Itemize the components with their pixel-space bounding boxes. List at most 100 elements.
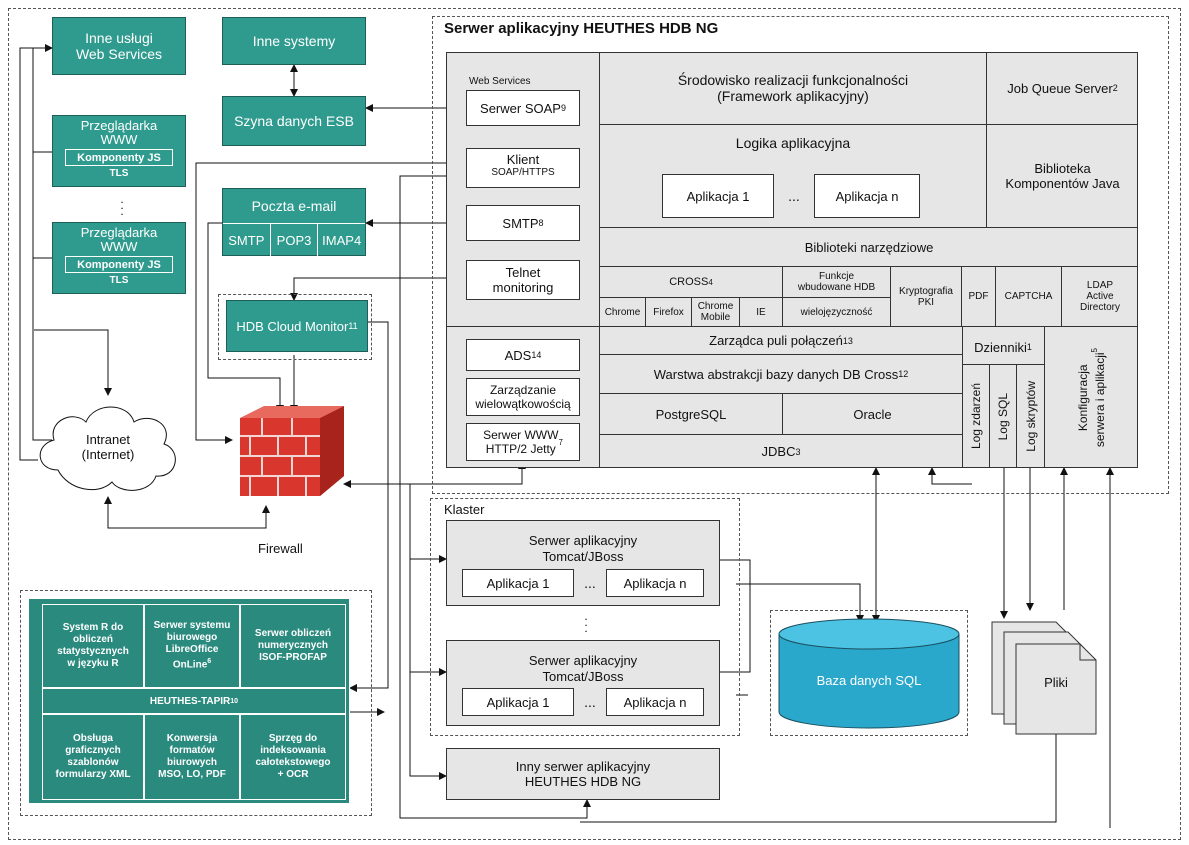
- framework: Środowisko realizacji funkcjonalności (F…: [677, 72, 909, 104]
- cluster-node-2-app-n: Aplikacja n: [606, 688, 704, 716]
- app-logic-title: Logika aplikacyjna: [735, 135, 851, 151]
- email-title: Poczta e-mail: [251, 198, 337, 214]
- logs-title-divider: [962, 364, 1044, 365]
- tapir-fulltext-indexing: Sprzęg do indeksowania całotekstowego + …: [240, 714, 346, 800]
- row-divider-6: [600, 393, 962, 394]
- www-server-label: Serwer WWW HTTP/2 Jetty: [483, 428, 559, 456]
- logic-app-n: Aplikacja n: [814, 174, 920, 218]
- browser-2: Przeglądarka WWW Komponenty JS TLS: [52, 222, 186, 294]
- other-web-services: Inne usługi Web Services: [52, 17, 186, 75]
- job-queue-label: Job Queue Server: [1007, 80, 1113, 96]
- browser-1: Przeglądarka WWW Komponenty JS TLS: [52, 115, 186, 187]
- esb-bus: Szyna danych ESB: [222, 96, 366, 146]
- server-config-sup: 5: [1090, 347, 1099, 353]
- tapir-isof: Serwer obliczeń numerycznych ISOF-PROFAP: [240, 604, 346, 688]
- server-frame: [432, 16, 1169, 494]
- telnet-monitoring: Telnet monitoring: [466, 260, 580, 300]
- outer-frame: [8, 8, 1181, 840]
- cluster-node-2-ellipsis: ...: [584, 694, 596, 710]
- multithread-module: Zarządzanie wielowątkowością: [466, 378, 580, 416]
- tool-libraries: Biblioteki narzędziowe: [804, 239, 934, 255]
- email-smtp: SMTP: [223, 224, 271, 257]
- cloud-icon: [39, 406, 176, 491]
- tapir-r-system: System R do obliczeń statystycznych w ję…: [42, 604, 144, 688]
- cluster-node-2-title: Serwer aplikacyjny Tomcat/JBoss: [528, 653, 638, 684]
- soap-client: Klient SOAP/HTTPS: [466, 148, 580, 188]
- soap-server-label: Serwer SOAP: [480, 100, 561, 116]
- browser-1-js: Komponenty JS: [65, 149, 173, 166]
- database-label: Baza danych SQL: [816, 672, 922, 688]
- captcha-lib: CAPTCHA: [996, 267, 1062, 326]
- crypto-pki: Kryptografia PKI: [891, 267, 962, 326]
- oracle: Oracle: [853, 406, 892, 422]
- job-queue-sup: 2: [1112, 83, 1118, 93]
- smtp-module-label: SMTP: [502, 215, 539, 231]
- app-logic: Logika aplikacyjna: [600, 125, 986, 227]
- pdf-lib: PDF: [962, 267, 996, 326]
- cross-divider: [600, 297, 891, 298]
- email-pop3: POP3: [271, 224, 319, 257]
- row-divider-4: [446, 326, 1138, 327]
- cluster-node-1-title: Serwer aplikacyjny Tomcat/JBoss: [528, 533, 638, 564]
- tapir-frame: [20, 590, 372, 816]
- other-systems: Inne systemy: [222, 17, 366, 65]
- browser-ie: IE: [740, 298, 783, 326]
- log-events: Log zdarzeń: [962, 365, 990, 468]
- email-box: Poczta e-mail SMTP POP3 IMAP4: [222, 188, 366, 257]
- jdbc-label: JDBC: [761, 444, 796, 459]
- database-icon: [778, 618, 960, 729]
- cloud-monitor-frame: [218, 294, 372, 360]
- ads-sup: 14: [531, 350, 542, 360]
- tapir-center-label: HEUTHES-TAPIR: [149, 695, 231, 707]
- builtin-hdb: Funkcje wbudowane HDB: [783, 267, 891, 297]
- browser-2-title: Przeglądarka WWW: [80, 225, 158, 254]
- row-divider-2: [600, 227, 1138, 228]
- files-icon: [991, 621, 1097, 735]
- cluster-dots: . . .: [584, 609, 588, 635]
- browser-1-title: Przeglądarka WWW: [80, 118, 158, 147]
- row-divider-7: [600, 434, 962, 435]
- tapir-libreoffice: Serwer systemu biurowego LibreOffice OnL…: [144, 604, 240, 688]
- browser-2-js: Komponenty JS: [65, 256, 173, 273]
- soap-server-sup: 9: [560, 103, 566, 113]
- web-services-label: Web Services: [469, 76, 531, 87]
- connection-pool-sup: 13: [842, 335, 853, 346]
- email-imap4: IMAP4: [322, 233, 362, 248]
- tapir-xml-forms: Obsługa graficznych szablonów formularzy…: [42, 714, 144, 800]
- config-divider: [1044, 326, 1045, 468]
- postgresql: PostgreSQL: [600, 394, 783, 434]
- logs-sup: 1: [1026, 342, 1032, 352]
- browser-firefox: Firefox: [646, 298, 692, 326]
- logic-ellipsis: ...: [788, 188, 800, 204]
- browser-1-tls: TLS: [109, 168, 129, 179]
- cluster-node-2-app-1: Aplikacja 1: [462, 688, 574, 716]
- log-sql: Log SQL: [990, 365, 1017, 468]
- cross-label: CROSS: [669, 276, 709, 288]
- connection-pool-label: Zarządca puli połączeń: [709, 333, 843, 348]
- log-sql-label: Log SQL: [996, 392, 1010, 441]
- tapir-center-sup: 10: [230, 697, 239, 705]
- browser-chrome-mobile: Chrome Mobile: [692, 298, 740, 326]
- logic-app-1: Aplikacja 1: [662, 174, 774, 218]
- row-divider-1: [600, 124, 1138, 125]
- smtp-module-sup: 8: [538, 218, 544, 228]
- firewall-label: Firewall: [258, 541, 303, 556]
- tapir-libreoffice-label: Serwer systemu biurowego LibreOffice OnL…: [153, 620, 231, 671]
- browser-2-tls: TLS: [109, 275, 129, 286]
- tapir-libreoffice-sup: 6: [207, 658, 212, 666]
- multilanguage: wielojęzyczność: [783, 298, 891, 326]
- log-events-label: Log zdarzeń: [968, 383, 983, 450]
- browser-dots: . . .: [120, 192, 124, 218]
- server-vertical-divider: [599, 52, 600, 468]
- other-hdb-server: Inny serwer aplikacyjny HEUTHES HDB NG: [446, 748, 720, 800]
- cloud-monitor-sup: 11: [348, 321, 358, 331]
- logs-label: Dzienniki: [974, 339, 1027, 355]
